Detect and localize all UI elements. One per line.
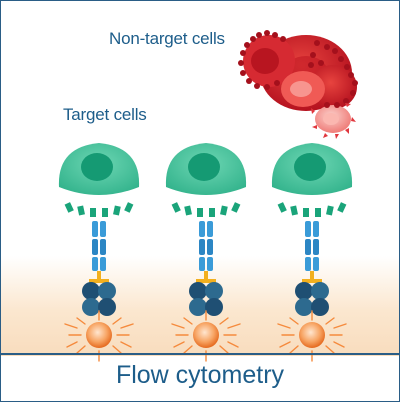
caption-divider: [1, 353, 399, 355]
caption-title: Flow cytometry: [115, 361, 285, 389]
non-target-cells-label: Non-target cells: [109, 29, 225, 48]
red-blood-cell-icon: [238, 30, 358, 139]
target-cells-label: Target cells: [63, 105, 147, 124]
